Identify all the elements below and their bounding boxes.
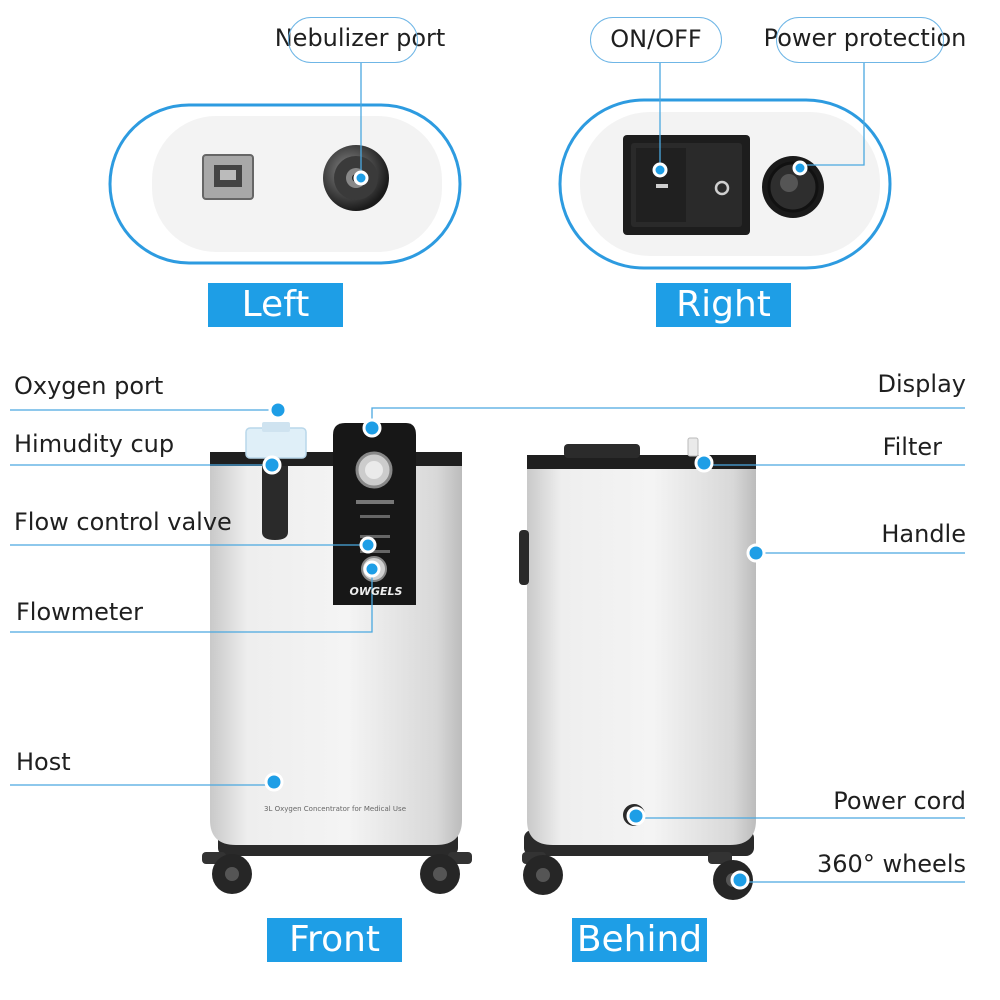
on-off-label: ON/OFF [590,17,722,63]
display-label: Display [877,370,966,398]
flowmeter-label: Flowmeter [16,598,143,626]
callout-dots [262,160,808,890]
view-tag-behind: Behind [572,918,707,962]
power-cord-label: Power cord [833,787,966,815]
oxygen-port-label: Oxygen port [14,372,164,400]
humidity-cup-label: Himudity cup [14,430,175,458]
filter-label: Filter [882,433,942,461]
device-caption: 3L Oxygen Concentrator for Medical Use [264,805,406,813]
view-tag-right: Right [656,283,791,327]
left-side-detail [108,103,462,265]
wheels-label: 360° wheels [817,850,966,878]
view-tag-front: Front [267,918,402,962]
front-wheel-left [202,852,252,894]
view-tag-left: Left [208,283,343,327]
behind-wheel-left [522,852,563,895]
power-switch [623,135,750,235]
power-protection-knob [762,156,824,218]
front-wheel-right [420,852,472,894]
nebulizer-port-pill [288,17,418,63]
brand-logo: OWGELS [349,585,403,598]
flow-control-valve-label: Flow control valve [14,508,232,536]
usb-port-icon [202,154,254,200]
host-label: Host [16,748,71,776]
front-control-panel [333,423,416,605]
humidity-cup [245,422,307,540]
power-protection-pill [776,17,944,63]
callout-lines [10,62,965,883]
handle-label: Handle [881,520,966,548]
front-device [202,422,472,894]
behind-device [519,437,756,900]
right-side-detail [558,98,892,270]
